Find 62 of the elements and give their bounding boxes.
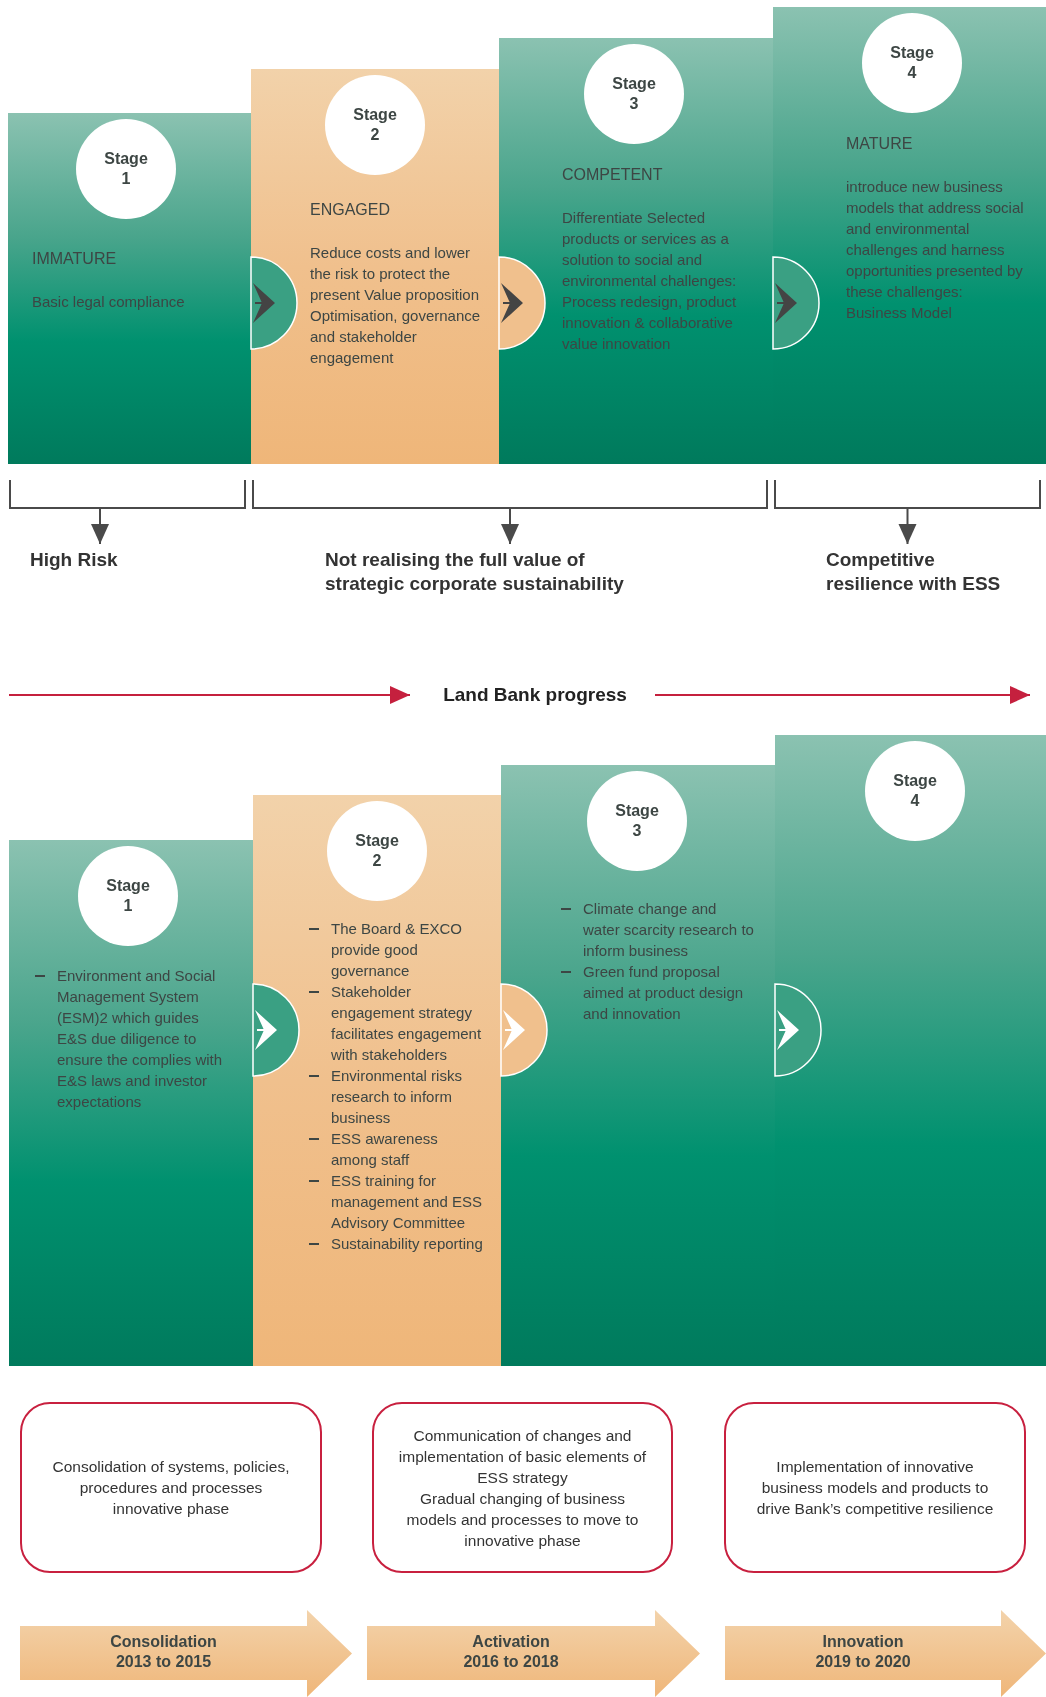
- rounded-box: [372, 1402, 673, 1573]
- stage-description: Reduce costs and lower the risk to protect the present Value proposition Optimisation, governance and stakeholder engagement: [310, 243, 482, 368]
- stage-panel: [499, 38, 773, 464]
- stage-panel: [9, 840, 253, 1366]
- box-text: Consolidation of systems, policies, procedures and processes innovative phase: [51, 1457, 291, 1519]
- stage-heading: COMPETENT: [562, 166, 663, 184]
- list-item: The Board & EXCO provide good governance: [309, 918, 484, 981]
- stage-description: introduce new business models that address social and environmental challenges and harness opportunities presented by these challenges: Business Model: [846, 177, 1025, 323]
- bracket-arrow: [774, 479, 1041, 545]
- stage-badge: Stage 4: [865, 741, 965, 841]
- chevron-arrow: [501, 283, 523, 323]
- phase-banner: [725, 1610, 1046, 1697]
- phase-banner: [367, 1610, 700, 1697]
- stage-description: Differentiate Selected products or services as a solution to social and environmental challenges: Process redesign, product innovation & collaborative value innovation: [562, 208, 737, 354]
- outcome-text: Not realising the full value of strategic corporate sustainability: [325, 548, 655, 604]
- stage-badge: Stage 1: [78, 846, 178, 946]
- phase-text: 2016 to 2018: [462, 1652, 560, 1672]
- box-text: Communication of changes and implementation of basic elements of ESS strategy: [397, 1425, 648, 1488]
- stage-panel: [773, 7, 1046, 464]
- stage-panel: [775, 735, 1046, 1366]
- phase-text: Consolidation: [109, 1632, 218, 1652]
- list-item: Environmental risks research to inform business: [309, 1065, 484, 1128]
- stage-badge: Stage 3: [587, 771, 687, 871]
- stage-panel: [253, 795, 501, 1366]
- outcome-text: High Risk: [30, 548, 230, 588]
- list-item: ESS training for management and ESS Advisory Committee: [309, 1170, 484, 1233]
- chevron-arrow: [775, 283, 797, 323]
- phase-text: 2019 to 2020: [814, 1652, 912, 1672]
- phase-text: Innovation: [821, 1632, 905, 1652]
- stage-badge: Stage 2: [325, 75, 425, 175]
- list-item: ESS awareness among staff: [309, 1128, 484, 1170]
- rounded-box: [724, 1402, 1026, 1573]
- stage-badge: Stage 1: [76, 119, 176, 219]
- chevron-arrow: [255, 1010, 277, 1050]
- chevron-arrow: [503, 1010, 525, 1050]
- stage-badge: Stage 3: [584, 44, 684, 144]
- bracket-arrow: [9, 479, 246, 545]
- box-text: Implementation of innovative business models and products to drive Bank’s competitive resilience: [755, 1457, 995, 1519]
- list-item: Climate change and water scarcity research to inform business: [561, 898, 756, 961]
- stage-heading: ENGAGED: [310, 201, 390, 219]
- stage-heading: IMMATURE: [32, 250, 117, 268]
- stage-panel: [501, 765, 775, 1366]
- list-item: Stakeholder engagement strategy facilitates engagement with stakeholders: [309, 981, 484, 1065]
- progress-label: Land Bank progress: [442, 683, 628, 707]
- phase-text: 2013 to 2015: [114, 1652, 213, 1672]
- chevron-arrow: [253, 283, 275, 323]
- stage-badge: Stage 2: [327, 801, 427, 901]
- list-item: Sustainability reporting: [309, 1233, 484, 1254]
- stage-badge: Stage 4: [862, 13, 962, 113]
- phase-banner: [20, 1610, 352, 1697]
- list-item: Environment and Social Management System (ESM)2 which guides E&S due diligence to ensure the complies with E&S laws and investor expectations: [35, 965, 230, 1112]
- stage-panel: [251, 69, 499, 464]
- chevron-arrow: [777, 1010, 799, 1050]
- phase-text: Activation: [471, 1632, 551, 1652]
- outcome-text: Competitive resilience with ESS: [826, 548, 1026, 604]
- stage-heading: MATURE: [846, 135, 913, 153]
- list-item: Green fund proposal aimed at product design and innovation: [561, 961, 756, 1024]
- rounded-box: [20, 1402, 322, 1573]
- box-text: Gradual changing of business models and processes to move to innovative phase: [405, 1488, 640, 1551]
- bracket-arrow: [252, 479, 768, 545]
- stage-description: Basic legal compliance: [32, 292, 186, 312]
- stage-panel: [8, 113, 251, 464]
